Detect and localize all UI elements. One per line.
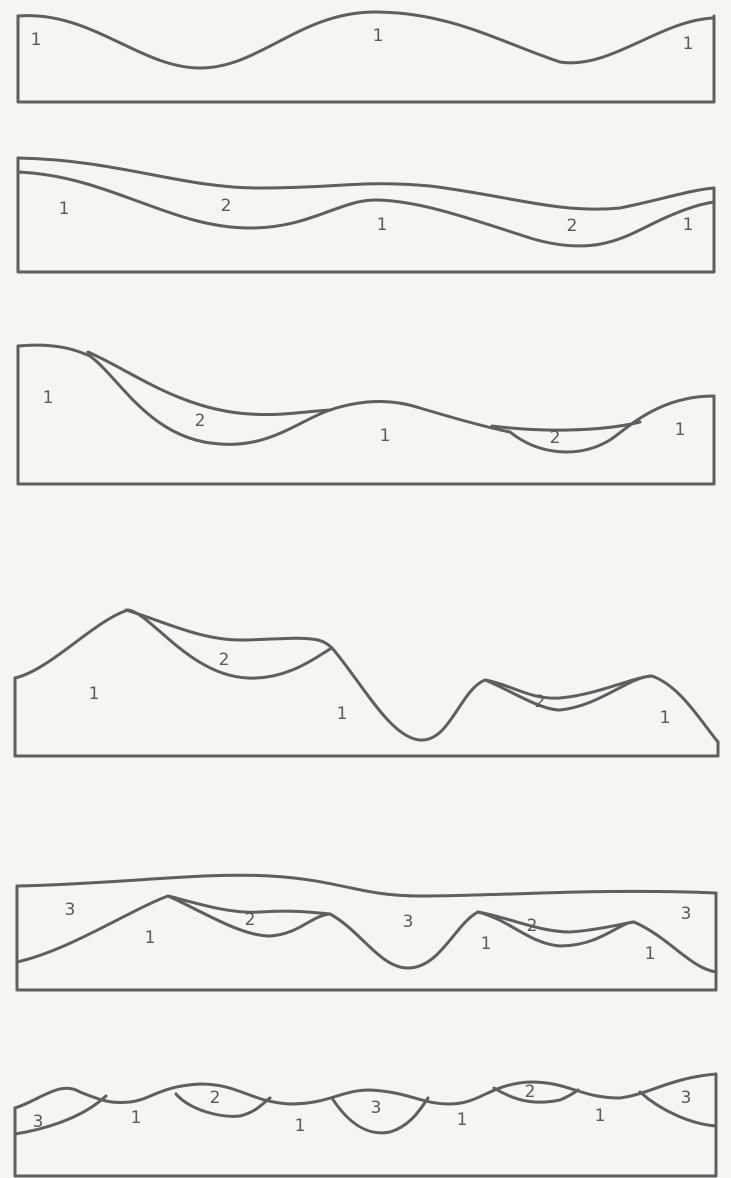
panel-6-unit-2-right xyxy=(494,1088,578,1102)
panel-5-label-6: 2 xyxy=(527,916,538,936)
panel-5: 3 1 2 3 1 2 1 3 xyxy=(17,875,716,990)
panel-3-layer-2-upper xyxy=(88,352,330,415)
panel-3-layer-2-right-upper xyxy=(492,422,640,430)
panel-3-label-2: 2 xyxy=(195,411,206,431)
panel-2: 1 2 1 2 1 xyxy=(18,158,714,272)
panel-2-label-2: 2 xyxy=(221,196,232,216)
panel-3-frame xyxy=(18,346,714,484)
panel-5-label-4: 3 xyxy=(403,912,414,932)
panel-6-unit-3-right xyxy=(640,1092,716,1126)
panel-4-label-5: 1 xyxy=(660,708,671,728)
panel-6-label-7: 2 xyxy=(525,1082,536,1102)
panel-1-label-1: 1 xyxy=(31,30,42,50)
panel-5-frame xyxy=(17,886,716,990)
panel-2-label-4: 2 xyxy=(567,216,578,236)
panel-6: 3 1 2 1 3 1 2 1 3 xyxy=(15,1074,716,1176)
panel-3-label-5: 1 xyxy=(675,420,686,440)
panel-5-label-7: 1 xyxy=(645,944,656,964)
panel-3-label-3: 1 xyxy=(380,426,391,446)
panel-5-label-1: 3 xyxy=(65,900,76,920)
panel-4-label-1: 1 xyxy=(89,684,100,704)
panel-5-label-8: 3 xyxy=(681,904,692,924)
panel-6-label-3: 2 xyxy=(210,1088,221,1108)
panel-1-label-2: 1 xyxy=(373,26,384,46)
panel-1-label-3: 1 xyxy=(683,34,694,54)
panel-2-label-3: 1 xyxy=(377,215,388,235)
panel-4-layer-2-upper-right xyxy=(485,676,652,698)
panel-6-label-4: 1 xyxy=(295,1116,306,1136)
panel-6-label-1: 3 xyxy=(33,1112,44,1132)
panel-4-layer-1-surface xyxy=(15,610,718,742)
panel-4-label-3: 1 xyxy=(337,704,348,724)
panel-2-frame xyxy=(18,158,714,272)
panel-4-label-4: 2 xyxy=(535,692,546,712)
panel-4-frame xyxy=(15,678,718,756)
panel-5-label-5: 1 xyxy=(481,934,492,954)
panel-1: 1 1 1 xyxy=(18,12,714,102)
panel-2-label-1: 1 xyxy=(59,199,70,219)
panel-6-top-surface xyxy=(15,1074,716,1108)
panel-5-top-surface xyxy=(17,875,716,896)
panel-1-surface-layer-1 xyxy=(18,12,714,68)
panel-6-label-9: 3 xyxy=(681,1088,692,1108)
panel-6-label-2: 1 xyxy=(131,1108,142,1128)
panel-2-label-5: 1 xyxy=(683,215,694,235)
panel-3-layer-1-surface xyxy=(18,345,714,452)
panel-4: 1 2 1 2 1 xyxy=(15,610,718,756)
panel-5-layer-1-surface xyxy=(17,896,716,972)
panel-3-label-1: 1 xyxy=(43,388,54,408)
panel-5-label-2: 1 xyxy=(145,928,156,948)
panel-6-label-5: 3 xyxy=(371,1098,382,1118)
panel-3: 1 2 1 2 1 xyxy=(18,345,714,484)
panel-6-label-8: 1 xyxy=(595,1106,606,1126)
panel-4-label-2: 2 xyxy=(219,650,230,670)
panel-3-label-4: 2 xyxy=(550,428,561,448)
panel-6-label-6: 1 xyxy=(457,1110,468,1130)
panel-5-label-3: 2 xyxy=(245,910,256,930)
panel-1-frame xyxy=(18,16,714,102)
